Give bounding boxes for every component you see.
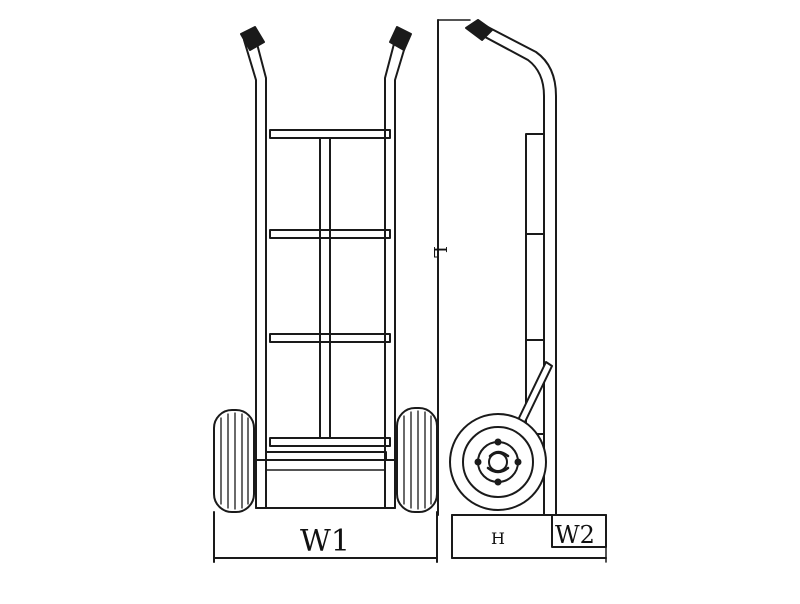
front-left-grip — [240, 26, 265, 51]
front-right-wheel — [396, 407, 438, 513]
label-w1: W1 — [300, 524, 350, 559]
label-w2: W2 — [555, 521, 595, 549]
side-wheel — [449, 413, 547, 511]
front-crossbar-1 — [269, 129, 391, 139]
front-crossbar-4 — [269, 437, 391, 447]
front-nose-plate-top — [265, 451, 387, 461]
side-frame-outer — [471, 29, 545, 516]
front-left-upright-inner — [255, 39, 267, 509]
front-left-wheel — [213, 409, 255, 513]
label-h: H — [491, 529, 505, 548]
front-view — [213, 26, 438, 513]
front-left-upright-outer — [243, 39, 257, 509]
front-right-upright-inner — [384, 39, 396, 509]
w2-box — [551, 514, 607, 548]
side-view — [437, 19, 607, 563]
front-center-bar — [319, 137, 331, 439]
side-brace — [517, 361, 553, 425]
w1-dimension — [213, 511, 438, 563]
front-right-grip — [389, 26, 412, 51]
side-frame-inner — [481, 23, 557, 516]
front-right-upright-outer — [394, 39, 408, 509]
label-l: L — [429, 246, 450, 258]
side-grip — [465, 19, 493, 41]
